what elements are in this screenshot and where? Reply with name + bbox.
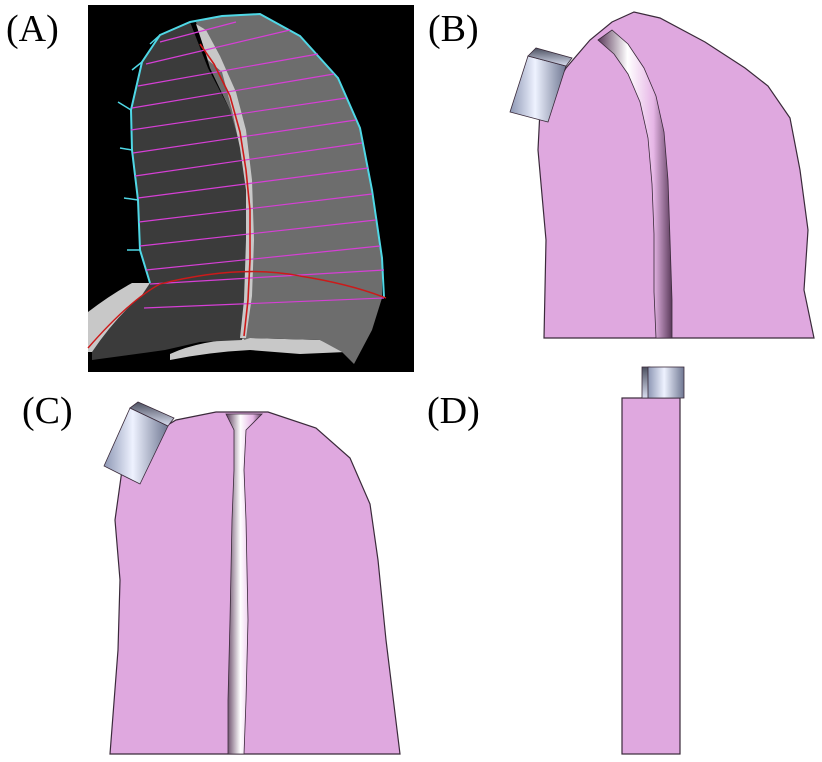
scan-section-line: [143, 297, 385, 309]
panel-b-model: [509, 11, 815, 339]
scan-center-strip: [196, 24, 254, 338]
scan-section-line: [137, 53, 319, 87]
scan-light-region: [196, 14, 382, 364]
scan-tick: [117, 101, 132, 111]
scan-section-line: [137, 167, 369, 199]
scan-cyan-outline: [129, 12, 385, 299]
scan-red-centerline: [199, 43, 251, 337]
scan-section-line: [131, 73, 335, 109]
scan-tick: [119, 147, 133, 151]
panel-d-model: [621, 366, 685, 755]
scan-section-line: [145, 29, 291, 65]
transducer-b-top: [527, 47, 573, 67]
scan-section-line: [132, 119, 357, 154]
scan-section-line: [130, 97, 347, 131]
model-d-body: [621, 397, 681, 755]
scan-pale-region-bottom: [170, 338, 346, 360]
panel-label-c: (C): [22, 390, 73, 432]
scan-section-line: [145, 245, 381, 271]
transducer-d-face: [647, 366, 685, 399]
panel-label-d: (D): [427, 390, 480, 432]
scan-section-lines: [130, 21, 385, 309]
scan-section-line: [139, 219, 377, 247]
scan-dark-region: [92, 22, 250, 360]
scan-tick: [131, 61, 143, 71]
model-b-transducer: [509, 47, 573, 123]
scan-section-line: [159, 21, 237, 43]
transducer-c-top: [129, 401, 175, 427]
scan-cyan-ticks: [117, 34, 161, 251]
panel-a-scan-image: [87, 5, 414, 372]
panel-label-b: (B): [428, 8, 479, 50]
scan-section-line: [134, 142, 363, 177]
scan-tick: [123, 197, 139, 201]
scan-section-line: [149, 269, 385, 285]
scan-section-line: [138, 193, 373, 223]
model-d-transducer: [641, 366, 685, 399]
model-b-groove: [597, 29, 673, 339]
scan-tick: [149, 34, 161, 45]
model-c-groove: [225, 413, 263, 755]
model-c-transducer: [103, 401, 175, 485]
model-c-body: [109, 411, 401, 755]
panel-c-model: [103, 401, 401, 755]
scan-red-arc: [87, 270, 387, 349]
panel-label-a: (A): [6, 8, 59, 50]
model-b-body: [537, 11, 815, 339]
